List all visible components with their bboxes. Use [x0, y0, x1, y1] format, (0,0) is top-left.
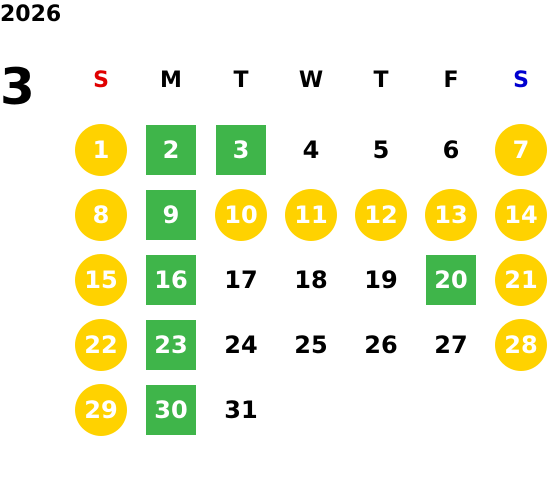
day-cell-30[interactable]: 30: [146, 385, 196, 435]
day-cell-28[interactable]: 28: [495, 319, 547, 371]
day-cell-12[interactable]: 12: [355, 189, 407, 241]
day-cell-14[interactable]: 14: [495, 189, 547, 241]
day-cell-27[interactable]: 27: [434, 331, 468, 359]
day-cell-11[interactable]: 11: [285, 189, 337, 241]
weekday-label: T: [373, 68, 389, 93]
day-cell-25[interactable]: 25: [294, 331, 328, 359]
day-cell-9[interactable]: 9: [146, 190, 196, 240]
day-cell-13[interactable]: 13: [425, 189, 477, 241]
calendar-year: 2026: [0, 2, 62, 27]
weekday-label: S: [513, 68, 529, 93]
day-cell-22[interactable]: 22: [75, 319, 127, 371]
day-cell-29[interactable]: 29: [75, 384, 127, 436]
weekday-label: M: [160, 68, 182, 93]
day-cell-2[interactable]: 2: [146, 125, 196, 175]
day-cell-5[interactable]: 5: [372, 136, 390, 164]
day-cell-7[interactable]: 7: [495, 124, 547, 176]
day-cell-3[interactable]: 3: [216, 125, 266, 175]
day-cell-17[interactable]: 17: [224, 266, 258, 294]
day-cell-23[interactable]: 23: [146, 320, 196, 370]
weekday-label: T: [233, 68, 249, 93]
day-cell-10[interactable]: 10: [215, 189, 267, 241]
weekday-label: S: [93, 68, 109, 93]
calendar-month: 3: [0, 58, 35, 116]
day-cell-24[interactable]: 24: [224, 331, 258, 359]
day-cell-1[interactable]: 1: [75, 124, 127, 176]
day-cell-4[interactable]: 4: [302, 136, 320, 164]
day-cell-19[interactable]: 19: [364, 266, 398, 294]
day-cell-20[interactable]: 20: [426, 255, 476, 305]
weekday-label: W: [298, 68, 324, 93]
day-cell-6[interactable]: 6: [442, 136, 460, 164]
day-cell-15[interactable]: 15: [75, 254, 127, 306]
weekday-label: F: [443, 68, 459, 93]
day-cell-8[interactable]: 8: [75, 189, 127, 241]
day-cell-16[interactable]: 16: [146, 255, 196, 305]
day-cell-31[interactable]: 31: [224, 396, 258, 424]
day-cell-18[interactable]: 18: [294, 266, 328, 294]
day-cell-21[interactable]: 21: [495, 254, 547, 306]
day-cell-26[interactable]: 26: [364, 331, 398, 359]
